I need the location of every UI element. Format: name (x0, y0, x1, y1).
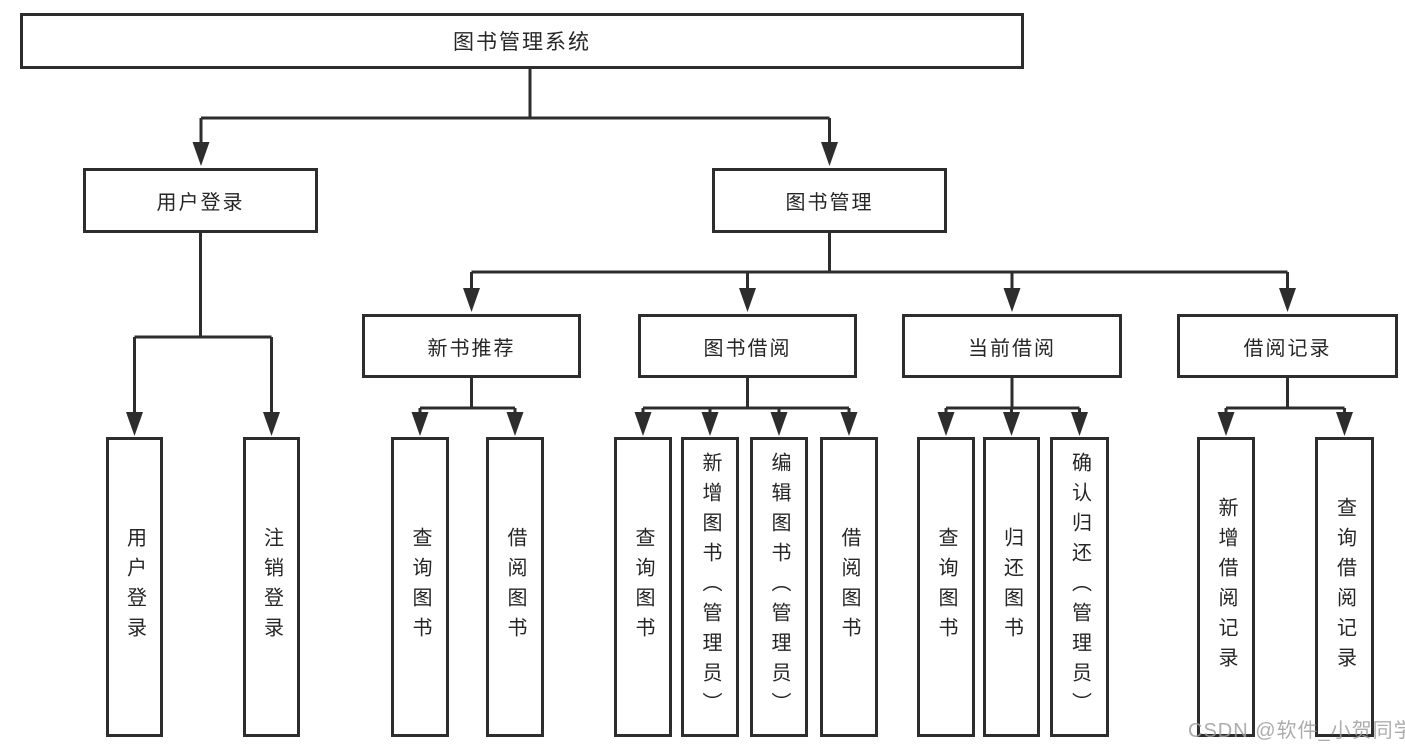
leaf-return-book: 归还图书 (983, 437, 1040, 737)
arrow-down-icon (840, 412, 858, 436)
leaf-confirm-return-admin-label: 确认归还（管理员） (1068, 452, 1091, 722)
arrow-down-icon (770, 412, 788, 436)
node-borrow-records: 借阅记录 (1177, 314, 1398, 378)
connector-borrow-record-to-leaves (1224, 378, 1346, 415)
leaf-edit-book-admin: 编辑图书（管理员） (750, 437, 808, 737)
arrow-down-icon (1003, 412, 1020, 436)
node-current-borrow: 当前借阅 (902, 314, 1122, 378)
node-user-login: 用户登录 (83, 168, 318, 233)
connector-book-borrow-to-leaves (641, 378, 851, 415)
node-new-book-recommend-label: 新书推荐 (427, 337, 516, 360)
arrow-down-icon (506, 412, 524, 436)
arrow-down-icon (1217, 412, 1235, 436)
arrow-down-icon (411, 412, 429, 436)
leaf-user-login: 用户登录 (106, 437, 163, 737)
arrow-down-icon (1071, 412, 1088, 436)
csdn-watermark: CSDN @软件_小贺同学 (1188, 720, 1405, 742)
leaf-logout: 注销登录 (243, 437, 300, 737)
leaf-add-borrow-record-label: 新增借阅记录 (1215, 497, 1237, 677)
arrow-down-icon (1003, 288, 1021, 312)
leaf-query-books-recommend-label: 查询图书 (409, 527, 431, 647)
node-book-management: 图书管理 (712, 168, 947, 233)
leaf-query-books-recommend: 查询图书 (391, 437, 449, 737)
node-borrow-records-label: 借阅记录 (1243, 337, 1332, 360)
node-book-borrow: 图书借阅 (638, 314, 857, 378)
arrow-down-icon (126, 412, 143, 436)
leaf-borrow-books-recommend: 借阅图书 (486, 437, 544, 737)
leaf-edit-book-admin-label: 编辑图书（管理员） (768, 452, 790, 722)
arrow-down-icon (463, 288, 480, 312)
root-node: 图书管理系统 (20, 13, 1024, 69)
arrow-down-icon (821, 142, 838, 166)
arrow-down-icon (263, 412, 280, 436)
leaf-query-books-borrow: 查询图书 (614, 437, 672, 737)
arrow-down-icon (634, 412, 652, 436)
node-book-borrow-label: 图书借阅 (703, 337, 792, 360)
leaf-query-books-current-label: 查询图书 (935, 527, 957, 647)
leaf-confirm-return-admin: 确认归还（管理员） (1050, 437, 1109, 737)
node-user-login-label: 用户登录 (156, 192, 245, 214)
leaf-query-borrow-record: 查询借阅记录 (1315, 437, 1374, 737)
connector-root-to-level2 (199, 69, 831, 144)
connector-new-book-to-leaves (418, 378, 517, 415)
leaf-borrow-books-label: 借阅图书 (838, 527, 860, 647)
connector-user-login-to-leaves (133, 233, 273, 414)
arrow-down-icon (1336, 412, 1353, 436)
leaf-logout-label: 注销登录 (260, 527, 283, 647)
node-new-book-recommend: 新书推荐 (362, 314, 581, 378)
arrow-down-icon (739, 288, 756, 312)
leaf-query-borrow-record-label: 查询借阅记录 (1333, 497, 1356, 677)
node-current-borrow-label: 当前借阅 (968, 337, 1056, 360)
leaf-borrow-books-recommend-label: 借阅图书 (504, 527, 526, 647)
leaf-add-book-admin: 新增图书（管理员） (681, 437, 739, 737)
arrow-down-icon (1279, 288, 1296, 312)
leaf-add-book-admin-label: 新增图书（管理员） (699, 452, 721, 722)
arrow-down-icon (701, 412, 719, 436)
connector-current-borrow-to-leaves (944, 378, 1081, 415)
arrow-down-icon (192, 142, 210, 166)
leaf-query-books-current: 查询图书 (917, 437, 975, 737)
connector-book-mgmt-to-level3 (470, 233, 1289, 290)
node-book-management-label: 图书管理 (785, 192, 874, 214)
leaf-add-borrow-record: 新增借阅记录 (1197, 437, 1255, 737)
leaf-query-books-borrow-label: 查询图书 (632, 527, 654, 647)
leaf-user-login-label: 用户登录 (123, 527, 146, 647)
arrow-down-icon (937, 412, 955, 436)
leaf-return-book-label: 归还图书 (1000, 527, 1023, 647)
leaf-borrow-books: 借阅图书 (820, 437, 878, 737)
root-node-label: 图书管理系统 (453, 31, 591, 54)
